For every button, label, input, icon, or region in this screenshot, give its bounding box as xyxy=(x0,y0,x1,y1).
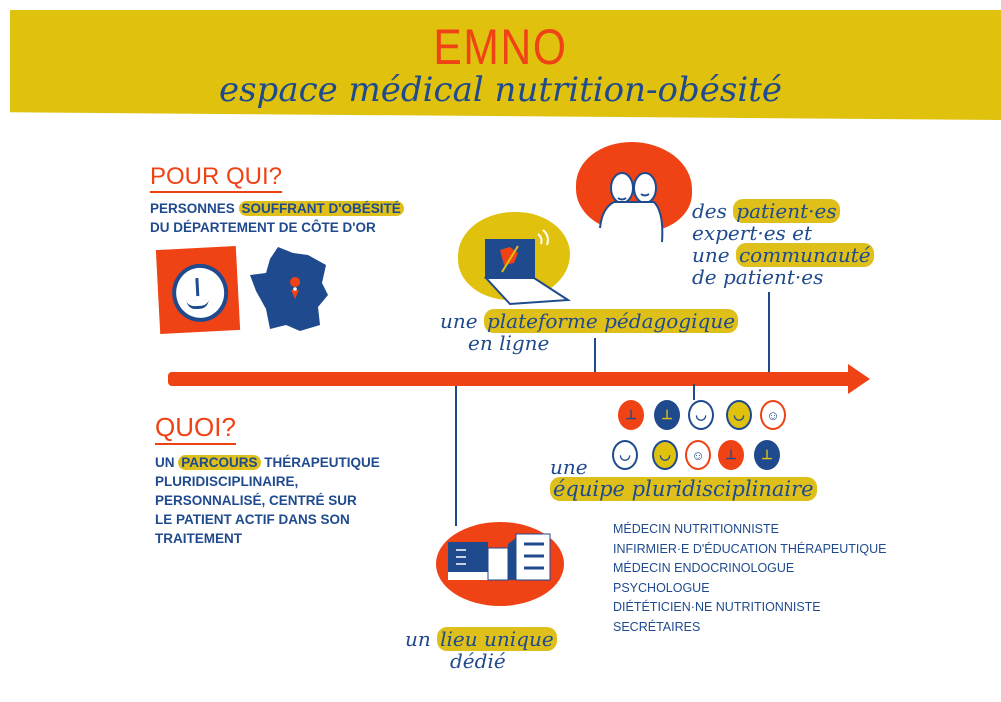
pour-qui-section: POUR QUI? PERSONNES SOUFFRANT D'OBÉSITÉ … xyxy=(150,163,404,237)
community-line2: expert·es et xyxy=(692,221,813,245)
page-subtitle: espace médical nutrition-obésité xyxy=(218,70,782,110)
timeline-arrowhead xyxy=(848,364,870,394)
quoi-line3: PERSONNALISÉ, CENTRÉ SUR xyxy=(155,493,357,508)
pour-qui-line2: DU DÉPARTEMENT DE CÔTE D'OR xyxy=(150,220,376,235)
pour-qui-highlight: SOUFFRANT D'OBÉSITÉ xyxy=(238,201,404,216)
team-member: MÉDECIN ENDOCRINOLOGUE xyxy=(613,561,795,575)
place-connector xyxy=(455,386,457,526)
platform-connector xyxy=(594,338,596,372)
team-member: PSYCHOLOGUE xyxy=(613,580,710,595)
face-icon: ◡ xyxy=(652,440,678,470)
team-line1: une xyxy=(550,455,588,479)
team-highlight: équipe pluridisciplinaire xyxy=(550,477,817,501)
community-label: des patient·es expert·es et une communau… xyxy=(692,199,874,289)
team-label: une équipe pluridisciplinaire xyxy=(550,455,817,501)
quoi-line2: PLURIDISCIPLINAIRE, xyxy=(155,474,299,489)
quoi-text: UN PARCOURS THÉRAPEUTIQUE PLURIDISCIPLIN… xyxy=(155,453,380,548)
platform-highlight: plateforme pédagogique xyxy=(483,309,739,333)
header-banner xyxy=(10,10,1001,120)
timeline-arrow xyxy=(168,372,858,386)
quoi-line1-suffix: THÉRAPEUTIQUE xyxy=(260,455,380,470)
place-highlight: lieu unique xyxy=(437,627,557,651)
platform-label: une plateforme pédagogique en ligne xyxy=(440,309,739,355)
location-pin-icon xyxy=(290,277,301,287)
page-title: EMNO xyxy=(433,19,568,75)
face-icon: ☺ xyxy=(685,440,711,470)
laptop-icon xyxy=(483,229,572,306)
face-icon: ⊥ xyxy=(618,400,644,430)
pour-qui-heading: POUR QUI? xyxy=(150,163,283,193)
pour-qui-line1-prefix: PERSONNES xyxy=(150,201,239,216)
face-icon: ☺ xyxy=(760,400,786,430)
face-icon: ◡ xyxy=(688,400,714,430)
community-highlight-1: patient·es xyxy=(733,199,840,223)
platform-line2: en ligne xyxy=(468,331,550,355)
quoi-highlight: PARCOURS xyxy=(178,455,261,470)
france-map-icon xyxy=(250,247,328,331)
quoi-section: QUOI? UN PARCOURS THÉRAPEUTIQUE PLURIDIS… xyxy=(155,412,380,548)
quoi-line4: LE PATIENT ACTIF DANS SON xyxy=(155,512,350,527)
face-icon: ◡ xyxy=(612,440,638,470)
place-label: un lieu unique dédié xyxy=(405,627,557,673)
community-highlight-2: communauté xyxy=(735,243,874,267)
team-member: INFIRMIER·E D'ÉDUCATION THÉRAPEUTIQUE xyxy=(613,541,887,556)
team-member: DIÉTÉTICIEN·NE NUTRITIONNISTE xyxy=(613,600,821,614)
community-connector xyxy=(768,292,770,372)
team-connector xyxy=(693,384,695,400)
face-icon: ⊥ xyxy=(754,440,780,470)
team-member: MÉDECIN NUTRITIONNISTE xyxy=(613,522,779,536)
team-member: SECRÉTAIRES xyxy=(613,619,701,634)
smiling-face-icon xyxy=(155,245,241,335)
place-prefix: un xyxy=(405,627,438,651)
community-line3-prefix: une xyxy=(692,243,736,267)
quoi-line1-prefix: UN xyxy=(155,455,179,470)
place-line2: dédié xyxy=(450,649,506,673)
community-prefix: des xyxy=(692,199,734,223)
face-icon: ⊥ xyxy=(654,400,680,430)
two-people-icon xyxy=(599,172,664,243)
pour-qui-text: PERSONNES SOUFFRANT D'OBÉSITÉ DU DÉPARTE… xyxy=(150,199,404,237)
quoi-heading: QUOI? xyxy=(155,412,236,445)
face-icon: ⊥ xyxy=(718,440,744,470)
face-icon: ◡ xyxy=(726,400,752,430)
platform-prefix: une xyxy=(440,309,484,333)
community-line4: de patient·es xyxy=(692,265,824,289)
building-icon xyxy=(448,533,551,581)
team-members-list: MÉDECIN NUTRITIONNISTE INFIRMIER·E D'ÉDU… xyxy=(613,520,886,637)
quoi-line5: TRAITEMENT xyxy=(155,531,242,546)
